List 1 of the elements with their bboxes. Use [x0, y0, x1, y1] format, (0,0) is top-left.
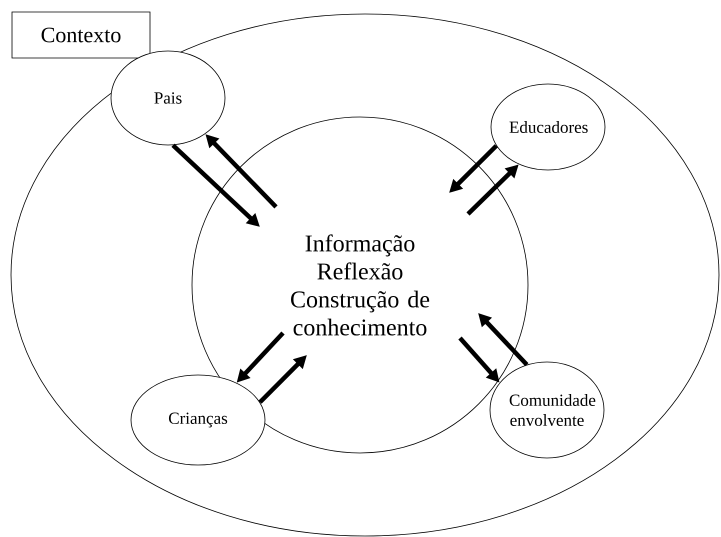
label-box: Contexto — [12, 12, 150, 58]
